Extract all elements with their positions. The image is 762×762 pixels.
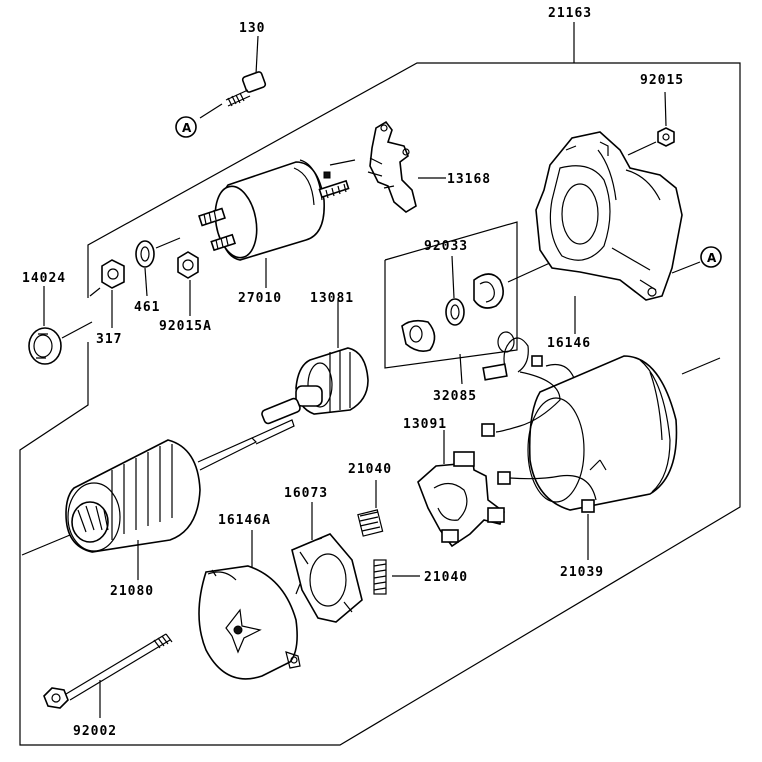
nut-317	[89, 259, 125, 328]
label-14024: 14024	[22, 271, 66, 286]
subassembly-box-32085	[384, 221, 518, 369]
label-92002: 92002	[73, 724, 117, 739]
label-461: 461	[134, 300, 160, 315]
label-13091: 13091	[403, 417, 447, 432]
label-92033: 92033	[424, 239, 468, 254]
label-13168: 13168	[447, 172, 491, 187]
lever-13168	[329, 120, 446, 213]
washer-461	[135, 237, 181, 297]
spring-holder-32085	[401, 255, 553, 385]
label-27010: 27010	[238, 291, 282, 306]
solenoid-27010	[198, 159, 350, 288]
brush-holder-13091	[417, 430, 505, 548]
label-13081: 13081	[310, 291, 354, 306]
assembly-boundary	[19, 62, 741, 746]
label-32085: 32085	[433, 389, 477, 404]
label-21163: 21163	[548, 6, 592, 21]
part-labels: 130 21163 92015 13168 14024 461 317 9201…	[22, 6, 684, 739]
bolt-130	[199, 35, 267, 119]
nut-92015A	[177, 251, 199, 316]
plate-16073	[291, 502, 363, 623]
svg-text:A: A	[182, 121, 192, 135]
yoke-21039	[481, 331, 721, 560]
label-21080: 21080	[110, 584, 154, 599]
label-21040-upper: 21040	[348, 462, 392, 477]
armature-21080	[21, 397, 301, 580]
label-92015: 92015	[640, 73, 684, 88]
ref-marker-a-left: A	[175, 116, 197, 138]
label-21040-lower: 21040	[424, 570, 468, 585]
label-16146: 16146	[547, 336, 591, 351]
front-housing-16146	[535, 131, 683, 334]
ref-marker-a-right: A	[671, 246, 722, 274]
nut-92015	[627, 91, 675, 156]
pinion-13081	[295, 300, 369, 415]
through-bolt-92002	[43, 633, 173, 718]
label-130: 130	[239, 21, 265, 36]
rear-cover-16146A	[198, 530, 301, 680]
label-21039: 21039	[560, 565, 604, 580]
label-92015A: 92015A	[159, 319, 212, 334]
cap-14024	[28, 286, 93, 365]
label-16073: 16073	[284, 486, 328, 501]
label-16146A: 16146A	[218, 513, 271, 528]
label-317: 317	[96, 332, 122, 347]
svg-text:A: A	[707, 251, 717, 265]
spring-21040-lower	[373, 559, 420, 595]
spring-21040-upper	[357, 480, 384, 537]
